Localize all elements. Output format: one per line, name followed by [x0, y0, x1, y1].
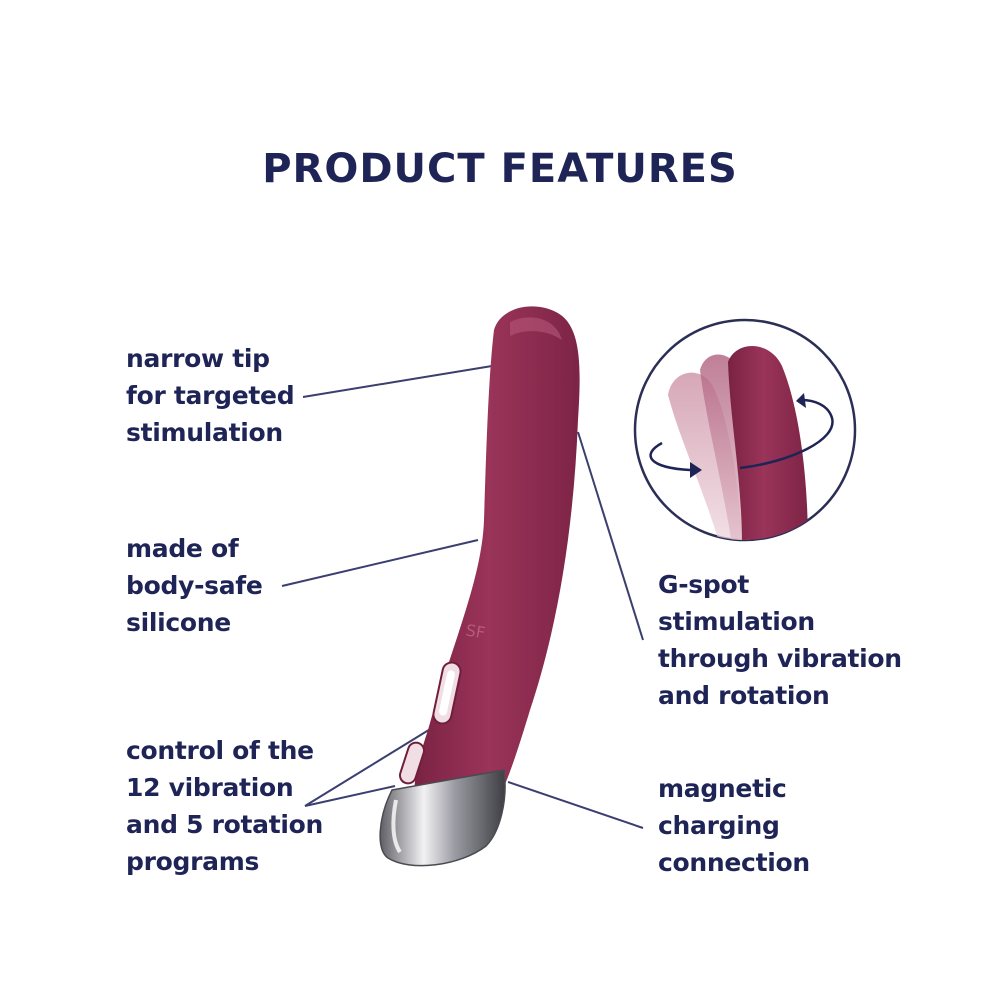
feature-charging: magnetic charging connection [658, 770, 810, 881]
feature-material-line-1: made of [126, 534, 239, 563]
feature-charging-line-1: magnetic [658, 774, 787, 803]
tip-highlight [510, 317, 562, 340]
cap-shine [391, 799, 402, 854]
leader-line-controls-lower [304, 785, 396, 807]
arrow-head-left [690, 462, 702, 478]
vibrator-body [413, 306, 580, 820]
feature-controls-line-2: 12 vibration [126, 773, 294, 802]
feature-narrow-tip: narrow tip for targeted stimulation [126, 340, 295, 451]
leader-line-charging [507, 781, 644, 829]
feature-controls: control of the 12 vibration and 5 rotati… [126, 732, 323, 880]
feature-controls-line-3: and 5 rotation [126, 810, 323, 839]
rotation-arrows-icon [649, 398, 834, 472]
feature-narrow-tip-line-1: narrow tip [126, 344, 270, 373]
feature-charging-line-3: connection [658, 848, 810, 877]
leader-line-material [281, 539, 479, 587]
feature-charging-line-2: charging [658, 811, 780, 840]
page-title: PRODUCT FEATURES [262, 146, 738, 192]
inset-tip [728, 346, 808, 540]
magnetic-charging-cap [379, 769, 506, 867]
rotation-inset [633, 318, 857, 542]
arrow-head-right [796, 393, 806, 408]
feature-gspot-line-3: through vibration [658, 644, 902, 673]
feature-gspot: G-spot stimulation through vibration and… [658, 566, 902, 714]
feature-controls-line-1: control of the [126, 736, 314, 765]
leader-lines [281, 365, 644, 829]
feature-gspot-line-4: and rotation [658, 681, 830, 710]
control-button-lower [398, 741, 426, 785]
feature-material: made of body-safe silicone [126, 530, 263, 641]
leader-line-controls-upper [304, 727, 433, 807]
feature-material-line-2: body-safe [126, 571, 263, 600]
feature-gspot-line-2: stimulation [658, 607, 815, 636]
control-button-upper-shine [439, 670, 455, 716]
brand-logo: SF [464, 620, 486, 642]
feature-material-line-3: silicone [126, 608, 231, 637]
feature-gspot-line-1: G-spot [658, 570, 749, 599]
leader-line-gspot [577, 431, 644, 641]
leader-line-narrow-tip [302, 365, 493, 398]
feature-narrow-tip-line-2: for targeted [126, 381, 295, 410]
feature-controls-line-4: programs [126, 847, 260, 876]
feature-narrow-tip-line-3: stimulation [126, 418, 283, 447]
